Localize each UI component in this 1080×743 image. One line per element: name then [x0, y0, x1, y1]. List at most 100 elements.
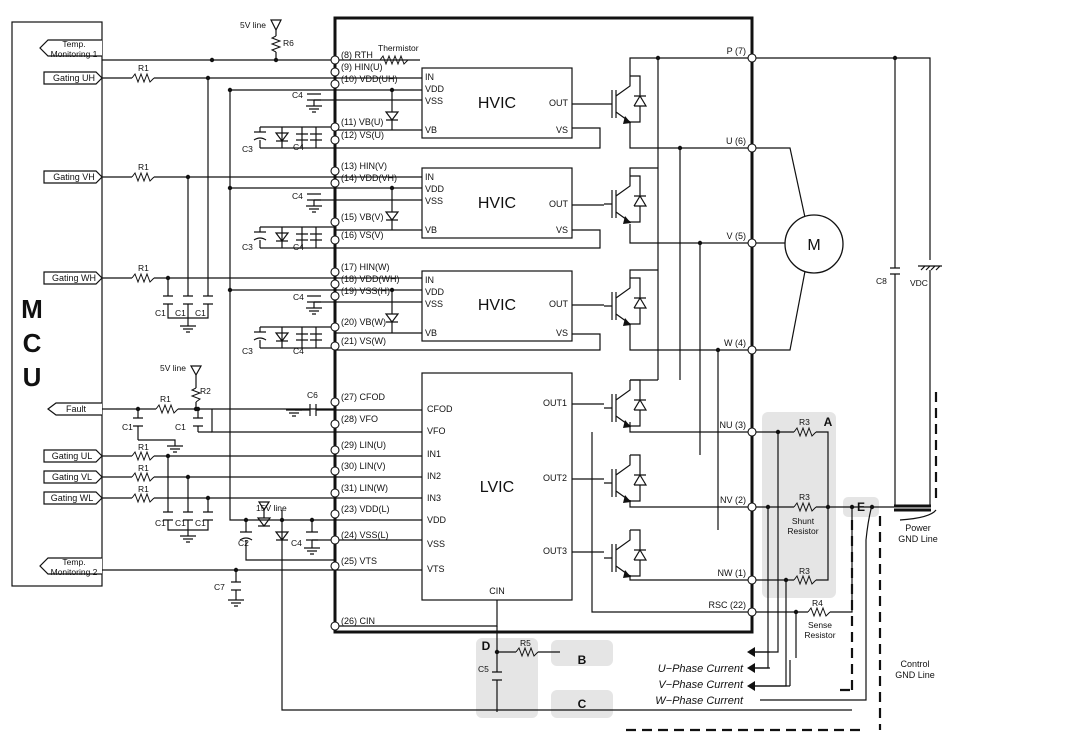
- zone-b-area: [551, 640, 613, 666]
- left-pin-marker: [330, 166, 340, 176]
- svg-text:VSS: VSS: [425, 196, 443, 206]
- igbt: [604, 454, 648, 503]
- label-c1-fault-b: C1: [175, 422, 186, 432]
- label-5v-line-top: 5V line: [240, 20, 266, 30]
- svg-text:IN: IN: [425, 72, 434, 82]
- left-pin-label: (12) VS(U): [341, 130, 384, 140]
- igbt: [604, 529, 648, 578]
- zone-label-b: B: [578, 653, 587, 667]
- svg-text:IN: IN: [425, 275, 434, 285]
- input-wiring: [102, 30, 852, 711]
- left-pin-marker: [330, 466, 340, 476]
- igbt: [604, 75, 648, 124]
- label-v-phase-current: V−Phase Current: [658, 679, 744, 691]
- label-r5: R5: [520, 638, 531, 648]
- left-pin-label: (9) HIN(U): [341, 62, 383, 72]
- left-pin-label: (26) CIN: [341, 616, 375, 626]
- svg-text:OUT: OUT: [549, 98, 569, 108]
- label-r1-vh: R1: [138, 162, 149, 172]
- left-pin-marker: [330, 122, 340, 132]
- left-pin-label: (29) LIN(U): [341, 440, 386, 450]
- svg-text:OUT3: OUT3: [543, 546, 567, 556]
- left-pin-marker: [330, 322, 340, 332]
- label-c3-u: C3: [242, 144, 253, 154]
- left-pin-label: (31) LIN(W): [341, 483, 388, 493]
- label-control-gnd-l2: GND Line: [895, 670, 935, 680]
- mcu-letter-m: M: [21, 294, 43, 324]
- zone-label-d: D: [482, 639, 491, 653]
- label-r2: R2: [200, 386, 211, 396]
- left-pin-marker: [330, 235, 340, 245]
- right-pin-marker: [747, 345, 757, 355]
- label-r1-ul: R1: [138, 442, 149, 452]
- left-pin-marker: [330, 445, 340, 455]
- right-pin-label: NW (1): [718, 568, 747, 578]
- gating-ul-label: Gating UL: [52, 451, 93, 461]
- right-pin-marker: [747, 143, 757, 153]
- label-c1-c: C1: [195, 308, 206, 318]
- svg-text:OUT2: OUT2: [543, 473, 567, 483]
- right-pin-label: U (6): [726, 136, 746, 146]
- internal-wiring: [335, 57, 752, 627]
- svg-text:OUT: OUT: [549, 199, 569, 209]
- svg-text:VDD: VDD: [425, 184, 445, 194]
- label-power-gnd-l2: GND Line: [898, 534, 938, 544]
- svg-text:VS: VS: [556, 125, 568, 135]
- label-c4-u: C4: [293, 142, 304, 152]
- zone-label-a: A: [824, 415, 833, 429]
- left-pin-marker: [330, 267, 340, 277]
- right-pin-marker: [747, 238, 757, 248]
- left-pin-label: (27) CFOD: [341, 392, 386, 402]
- right-pin-label: NU (3): [720, 420, 747, 430]
- gating-uh-label: Gating UH: [53, 73, 95, 83]
- svg-text:LVIC: LVIC: [480, 479, 514, 496]
- left-pin-label: (25) VTS: [341, 556, 377, 566]
- svg-text:HVIC: HVIC: [478, 297, 516, 314]
- label-r3-u: R3: [799, 417, 810, 427]
- zone-label-e: E: [857, 500, 865, 514]
- supply-arrows: [189, 19, 282, 512]
- svg-text:HVIC: HVIC: [478, 95, 516, 112]
- label-c4-v-vdd: C4: [292, 191, 303, 201]
- temp-monitoring-1-label-l1: Temp.: [62, 39, 85, 49]
- label-c2: C2: [238, 538, 249, 548]
- label-c1-low-a: C1: [155, 518, 166, 528]
- mcu-signal-tags: Temp. Monitoring 1 Gating UH Gating VH G…: [39, 39, 103, 577]
- label-15v-line: 15V line: [256, 503, 287, 513]
- label-sense-l2: Resistor: [804, 630, 835, 640]
- left-pin-label: (20) VB(W): [341, 317, 386, 327]
- left-pin-label: (28) VFO: [341, 414, 378, 424]
- svg-text:OUT1: OUT1: [543, 398, 567, 408]
- label-r1-wl: R1: [138, 484, 149, 494]
- left-pin-label: (16) VS(V): [341, 230, 384, 240]
- svg-text:OUT: OUT: [549, 299, 569, 309]
- mcu-letter-u: U: [23, 362, 42, 392]
- svg-text:VTS: VTS: [427, 564, 445, 574]
- right-pin-label: W (4): [724, 338, 746, 348]
- left-pin-label: (10) VDD(UH): [341, 74, 398, 84]
- label-c8: C8: [876, 276, 887, 286]
- label-c1-b: C1: [175, 308, 186, 318]
- left-pin-marker: [330, 509, 340, 519]
- label-c1-a: C1: [155, 308, 166, 318]
- svg-text:IN1: IN1: [427, 449, 441, 459]
- label-shunt-l2: Resistor: [787, 526, 818, 536]
- svg-text:VDD: VDD: [425, 287, 445, 297]
- component-labels: 5V line R6 Thermistor R1 R1 R1 C1 C1 C1 …: [122, 20, 938, 711]
- label-c7: C7: [214, 582, 225, 592]
- label-5v-line-fault: 5V line: [160, 363, 186, 373]
- current-output-arrows: [747, 647, 791, 691]
- right-pin-marker: [747, 575, 757, 585]
- right-pin-marker: [747, 607, 757, 617]
- left-pin-marker: [330, 419, 340, 429]
- svg-text:CIN: CIN: [489, 586, 505, 596]
- gating-vl-label: Gating VL: [52, 472, 92, 482]
- label-sense-l1: Sense: [808, 620, 832, 630]
- svg-text:IN3: IN3: [427, 493, 441, 503]
- left-pin-marker: [330, 67, 340, 77]
- right-pin-label: V (5): [726, 231, 746, 241]
- label-c5: C5: [478, 664, 489, 674]
- left-pin-label: (21) VS(W): [341, 336, 386, 346]
